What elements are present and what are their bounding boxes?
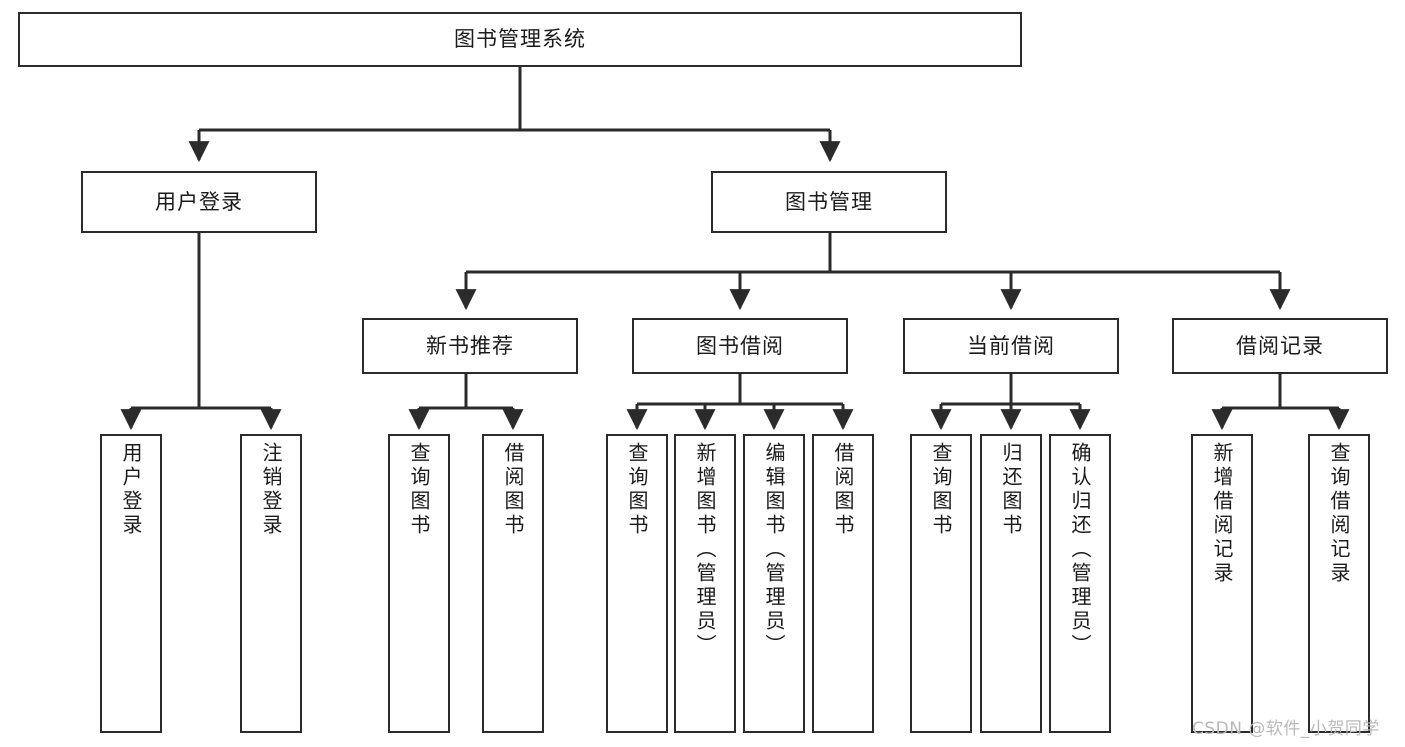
leaf-add-book[interactable]: 新增图书（管理员） (674, 434, 736, 733)
node-borrow-record[interactable]: 借阅记录 (1172, 318, 1388, 374)
leaf-query-book-1[interactable]: 查询图书 (388, 434, 450, 733)
leaf-edit-book[interactable]: 编辑图书（管理员） (743, 434, 805, 733)
node-root[interactable]: 图书管理系统 (18, 12, 1022, 67)
node-new-book-recommend[interactable]: 新书推荐 (362, 318, 578, 374)
leaf-confirm-return[interactable]: 确认归还（管理员） (1049, 434, 1111, 733)
leaf-borrow-book-1[interactable]: 借阅图书 (482, 434, 544, 733)
leaf-add-record[interactable]: 新增借阅记录 (1191, 434, 1253, 733)
node-root-label: 图书管理系统 (454, 27, 586, 52)
node-user-login[interactable]: 用户登录 (81, 171, 317, 233)
leaf-query-record-label: 查询借阅记录 (1327, 442, 1351, 586)
node-new-book-recommend-label: 新书推荐 (426, 333, 514, 358)
leaf-query-book-3-label: 查询图书 (929, 442, 953, 538)
leaf-logout-label: 注销登录 (259, 442, 283, 538)
node-book-management-label: 图书管理 (785, 189, 873, 214)
leaf-add-book-label: 新增图书（管理员） (693, 442, 717, 658)
leaf-query-book-1-label: 查询图书 (407, 442, 431, 538)
leaf-confirm-return-label: 确认归还（管理员） (1068, 442, 1092, 658)
leaf-query-book-2[interactable]: 查询图书 (606, 434, 668, 733)
leaf-query-record[interactable]: 查询借阅记录 (1308, 434, 1370, 733)
node-book-management[interactable]: 图书管理 (711, 171, 947, 233)
node-user-login-label: 用户登录 (155, 189, 243, 214)
leaf-edit-book-label: 编辑图书（管理员） (762, 442, 786, 658)
leaf-query-book-3[interactable]: 查询图书 (910, 434, 972, 733)
watermark: CSDN @软件_小贺同学 (1192, 719, 1380, 739)
leaf-borrow-book-2[interactable]: 借阅图书 (812, 434, 874, 733)
leaf-return-book[interactable]: 归还图书 (980, 434, 1042, 733)
node-current-borrow[interactable]: 当前借阅 (903, 318, 1119, 374)
leaf-return-book-label: 归还图书 (999, 442, 1023, 538)
leaf-borrow-book-1-label: 借阅图书 (501, 442, 525, 538)
leaf-add-record-label: 新增借阅记录 (1210, 442, 1234, 586)
leaf-query-book-2-label: 查询图书 (625, 442, 649, 538)
leaf-borrow-book-2-label: 借阅图书 (831, 442, 855, 538)
leaf-user-login[interactable]: 用户登录 (100, 434, 162, 733)
node-book-borrow[interactable]: 图书借阅 (632, 318, 848, 374)
leaf-logout[interactable]: 注销登录 (240, 434, 302, 733)
node-current-borrow-label: 当前借阅 (967, 333, 1055, 358)
node-book-borrow-label: 图书借阅 (696, 333, 784, 358)
node-borrow-record-label: 借阅记录 (1236, 333, 1324, 358)
leaf-user-login-label: 用户登录 (119, 442, 143, 538)
